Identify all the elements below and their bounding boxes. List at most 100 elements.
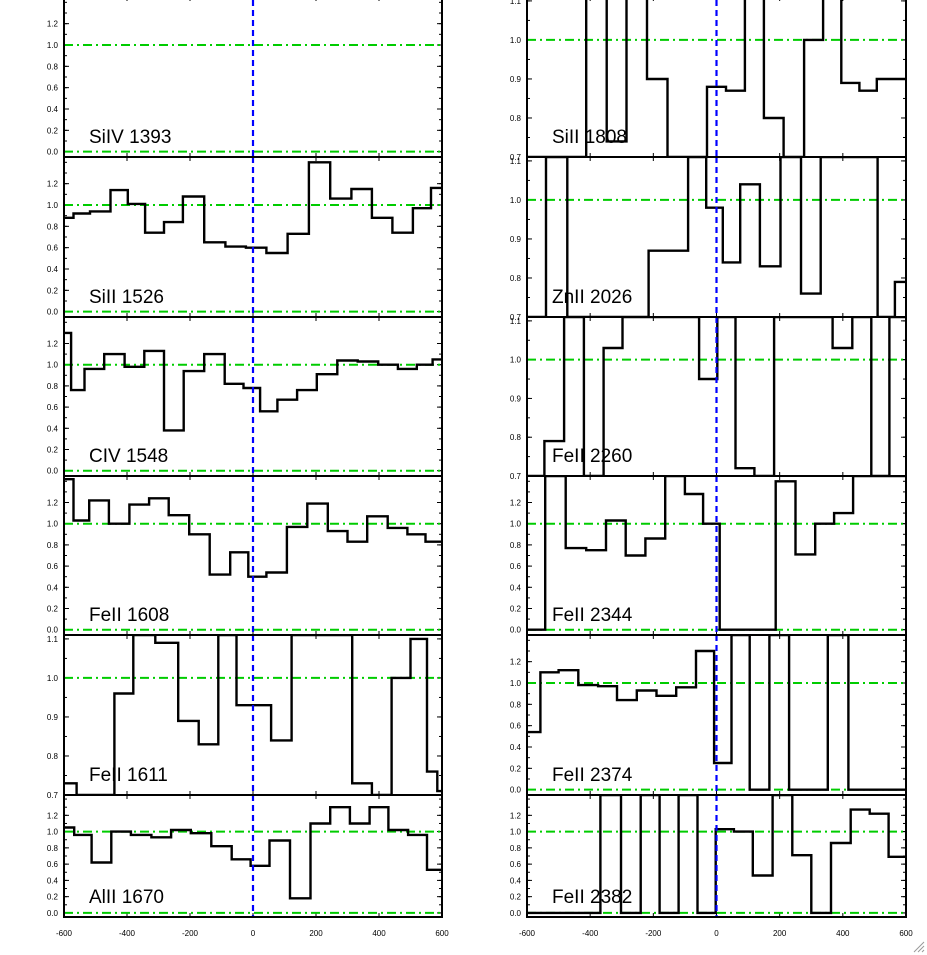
y-tick-label: 0.8 (510, 433, 522, 442)
x-tick-label: -400 (582, 929, 599, 938)
panel-label-siii-1808: SiII 1808 (552, 127, 627, 148)
y-tick-label: 0.9 (510, 394, 522, 403)
y-tick-label: 0.4 (47, 876, 59, 885)
spectrum-alii-1670 (64, 806, 442, 900)
spectrum-znii-2026 (527, 157, 906, 317)
y-tick-label: 0.0 (510, 626, 522, 635)
panel-label-feii-1611: FeII 1611 (89, 765, 168, 786)
y-tick-label: 1.2 (47, 20, 59, 29)
y-tick-label: 0.2 (47, 446, 59, 455)
y-tick-label: 0.8 (510, 700, 522, 709)
panel-label-feii-1608: FeII 1608 (89, 605, 169, 626)
y-tick-label: 0.9 (47, 713, 59, 722)
y-tick-label: 0.4 (47, 105, 59, 114)
y-tick-label: 1.2 (510, 811, 522, 820)
y-tick-label: 1.0 (510, 520, 522, 529)
y-tick-label: 0.4 (510, 743, 522, 752)
y-tick-label: 0.8 (47, 222, 59, 231)
y-tick-label: 0.9 (510, 75, 522, 84)
y-tick-label: 1.2 (47, 811, 59, 820)
spectrum-civ-1548 (64, 331, 442, 432)
y-tick-label: 0.6 (47, 244, 59, 253)
y-tick-label: 1.2 (510, 658, 522, 667)
y-tick-label: 1.0 (510, 36, 522, 45)
x-tick-label: 600 (435, 929, 449, 938)
y-tick-label: 0.2 (47, 286, 59, 295)
y-tick-label: 1.0 (47, 41, 59, 50)
y-tick-label: 1.0 (47, 520, 59, 529)
spectrum-feii-2374 (527, 635, 906, 791)
y-tick-label: 0.6 (47, 562, 59, 571)
spectrum-siii-1808 (527, 0, 906, 157)
y-tick-label: 1.1 (510, 157, 522, 166)
spectrum-feii-2260 (527, 317, 906, 476)
spectrum-feii-1611 (64, 635, 442, 795)
y-tick-label: 0.6 (47, 403, 59, 412)
x-tick-label: 0 (251, 929, 256, 938)
x-tick-label: 200 (309, 929, 323, 938)
y-tick-label: 1.0 (47, 828, 59, 837)
x-tick-label: 400 (836, 929, 850, 938)
y-tick-label: 0.0 (47, 909, 59, 918)
x-tick-label: 400 (372, 929, 386, 938)
x-tick-label: -600 (519, 929, 536, 938)
panel-label-alii-1670: AlII 1670 (89, 887, 164, 908)
y-tick-label: 0.8 (510, 114, 522, 123)
panel-label-siiv-1393: SiIV 1393 (89, 127, 171, 148)
spectrum-siii-1526 (64, 161, 442, 255)
spectrum-feii-2344 (527, 476, 906, 631)
y-tick-label: 1.0 (47, 674, 59, 683)
spectrum-feii-2382 (527, 795, 906, 915)
x-tick-label: -200 (645, 929, 662, 938)
y-tick-label: 0.2 (510, 605, 522, 614)
y-tick-label: 0.9 (510, 235, 522, 244)
y-tick-label: 1.1 (510, 0, 522, 6)
panel-label-znii-2026: ZnII 2026 (552, 287, 632, 308)
panel-frame (526, 794, 907, 918)
y-tick-label: 0.0 (47, 148, 59, 157)
y-tick-label: 0.6 (47, 84, 59, 93)
y-tick-label: 0.6 (510, 860, 522, 869)
y-tick-label: 1.1 (510, 317, 522, 326)
panel-frame (63, 794, 443, 918)
y-tick-label: 0.8 (510, 274, 522, 283)
resize-grip-icon[interactable] (911, 939, 925, 953)
panel-label-feii-2374: FeII 2374 (552, 765, 633, 786)
y-tick-label: 0.0 (47, 467, 59, 476)
y-tick-label: 1.2 (47, 340, 59, 349)
y-tick-label: 1.1 (47, 635, 59, 644)
y-tick-label: 1.2 (47, 499, 59, 508)
x-tick-label: 200 (773, 929, 787, 938)
x-tick-label: -600 (56, 929, 73, 938)
panel-label-siii-1526: SiII 1526 (89, 287, 164, 308)
y-tick-label: 0.2 (510, 893, 522, 902)
y-tick-label: 0.2 (510, 764, 522, 773)
y-tick-label: 1.0 (510, 679, 522, 688)
y-tick-label: 0.8 (47, 541, 59, 550)
y-tick-label: 0.4 (47, 265, 59, 274)
y-tick-label: 1.2 (510, 499, 522, 508)
panel-label-feii-2260: FeII 2260 (552, 446, 632, 467)
y-tick-label: 0.6 (510, 562, 522, 571)
y-tick-label: 0.4 (510, 583, 522, 592)
y-tick-label: 0.7 (47, 791, 59, 800)
y-tick-label: 0.0 (510, 909, 522, 918)
panel-label-feii-2344: FeII 2344 (552, 605, 633, 626)
y-tick-label: 0.8 (510, 844, 522, 853)
y-tick-label: 0.0 (510, 786, 522, 795)
y-tick-label: 0.8 (47, 382, 59, 391)
y-tick-label: 1.2 (47, 180, 59, 189)
panel-label-civ-1548: CIV 1548 (89, 446, 168, 467)
y-tick-label: 0.7 (510, 472, 522, 481)
